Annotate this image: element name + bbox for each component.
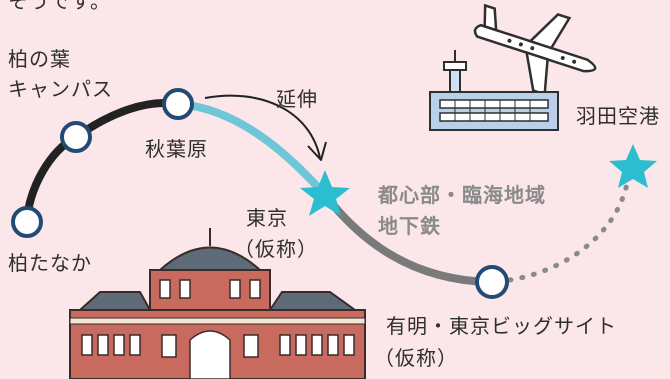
tokyo-station-building-icon [69,228,366,379]
airport-terminal-icon [429,50,559,131]
station-akihabara [162,88,194,120]
station-ariake [475,265,509,299]
label-tokyo-line2: （仮称） [234,237,318,261]
existing-line-segment [23,99,182,226]
label-ariake-line1: 有明・東京ビッグサイト [386,314,617,338]
label-extension: 延伸 [276,87,318,111]
label-kashiwatanaka: 柏たなか [8,251,92,275]
extension-arrow-head-icon [307,141,327,161]
label-tokyo-line1: 東京 [246,206,288,230]
label-kashiwanoha-line2: キャンパス [8,77,113,101]
label-subway-line1: 都心部・臨海地域 [378,183,546,207]
label-ariake-line2: （仮称） [374,346,458,370]
airplane-icon [473,3,597,96]
tokyo-station-star-icon [300,170,350,216]
extension-line-segment [174,100,329,199]
intro-text-fragment: そうです。 [8,0,111,13]
label-haneda-airport: 羽田空港 [576,104,660,128]
station-kashiwanoha [60,121,92,153]
station-kashiwatanaka [11,206,43,238]
label-subway-line2: 地下鉄 [378,214,441,238]
haneda-airport-star-icon [609,144,657,188]
label-akihabara: 秋葉原 [145,137,208,161]
extension-arrow [204,94,321,159]
future-dotted-line [507,175,631,283]
label-kashiwanoha-line1: 柏の葉 [8,47,71,71]
